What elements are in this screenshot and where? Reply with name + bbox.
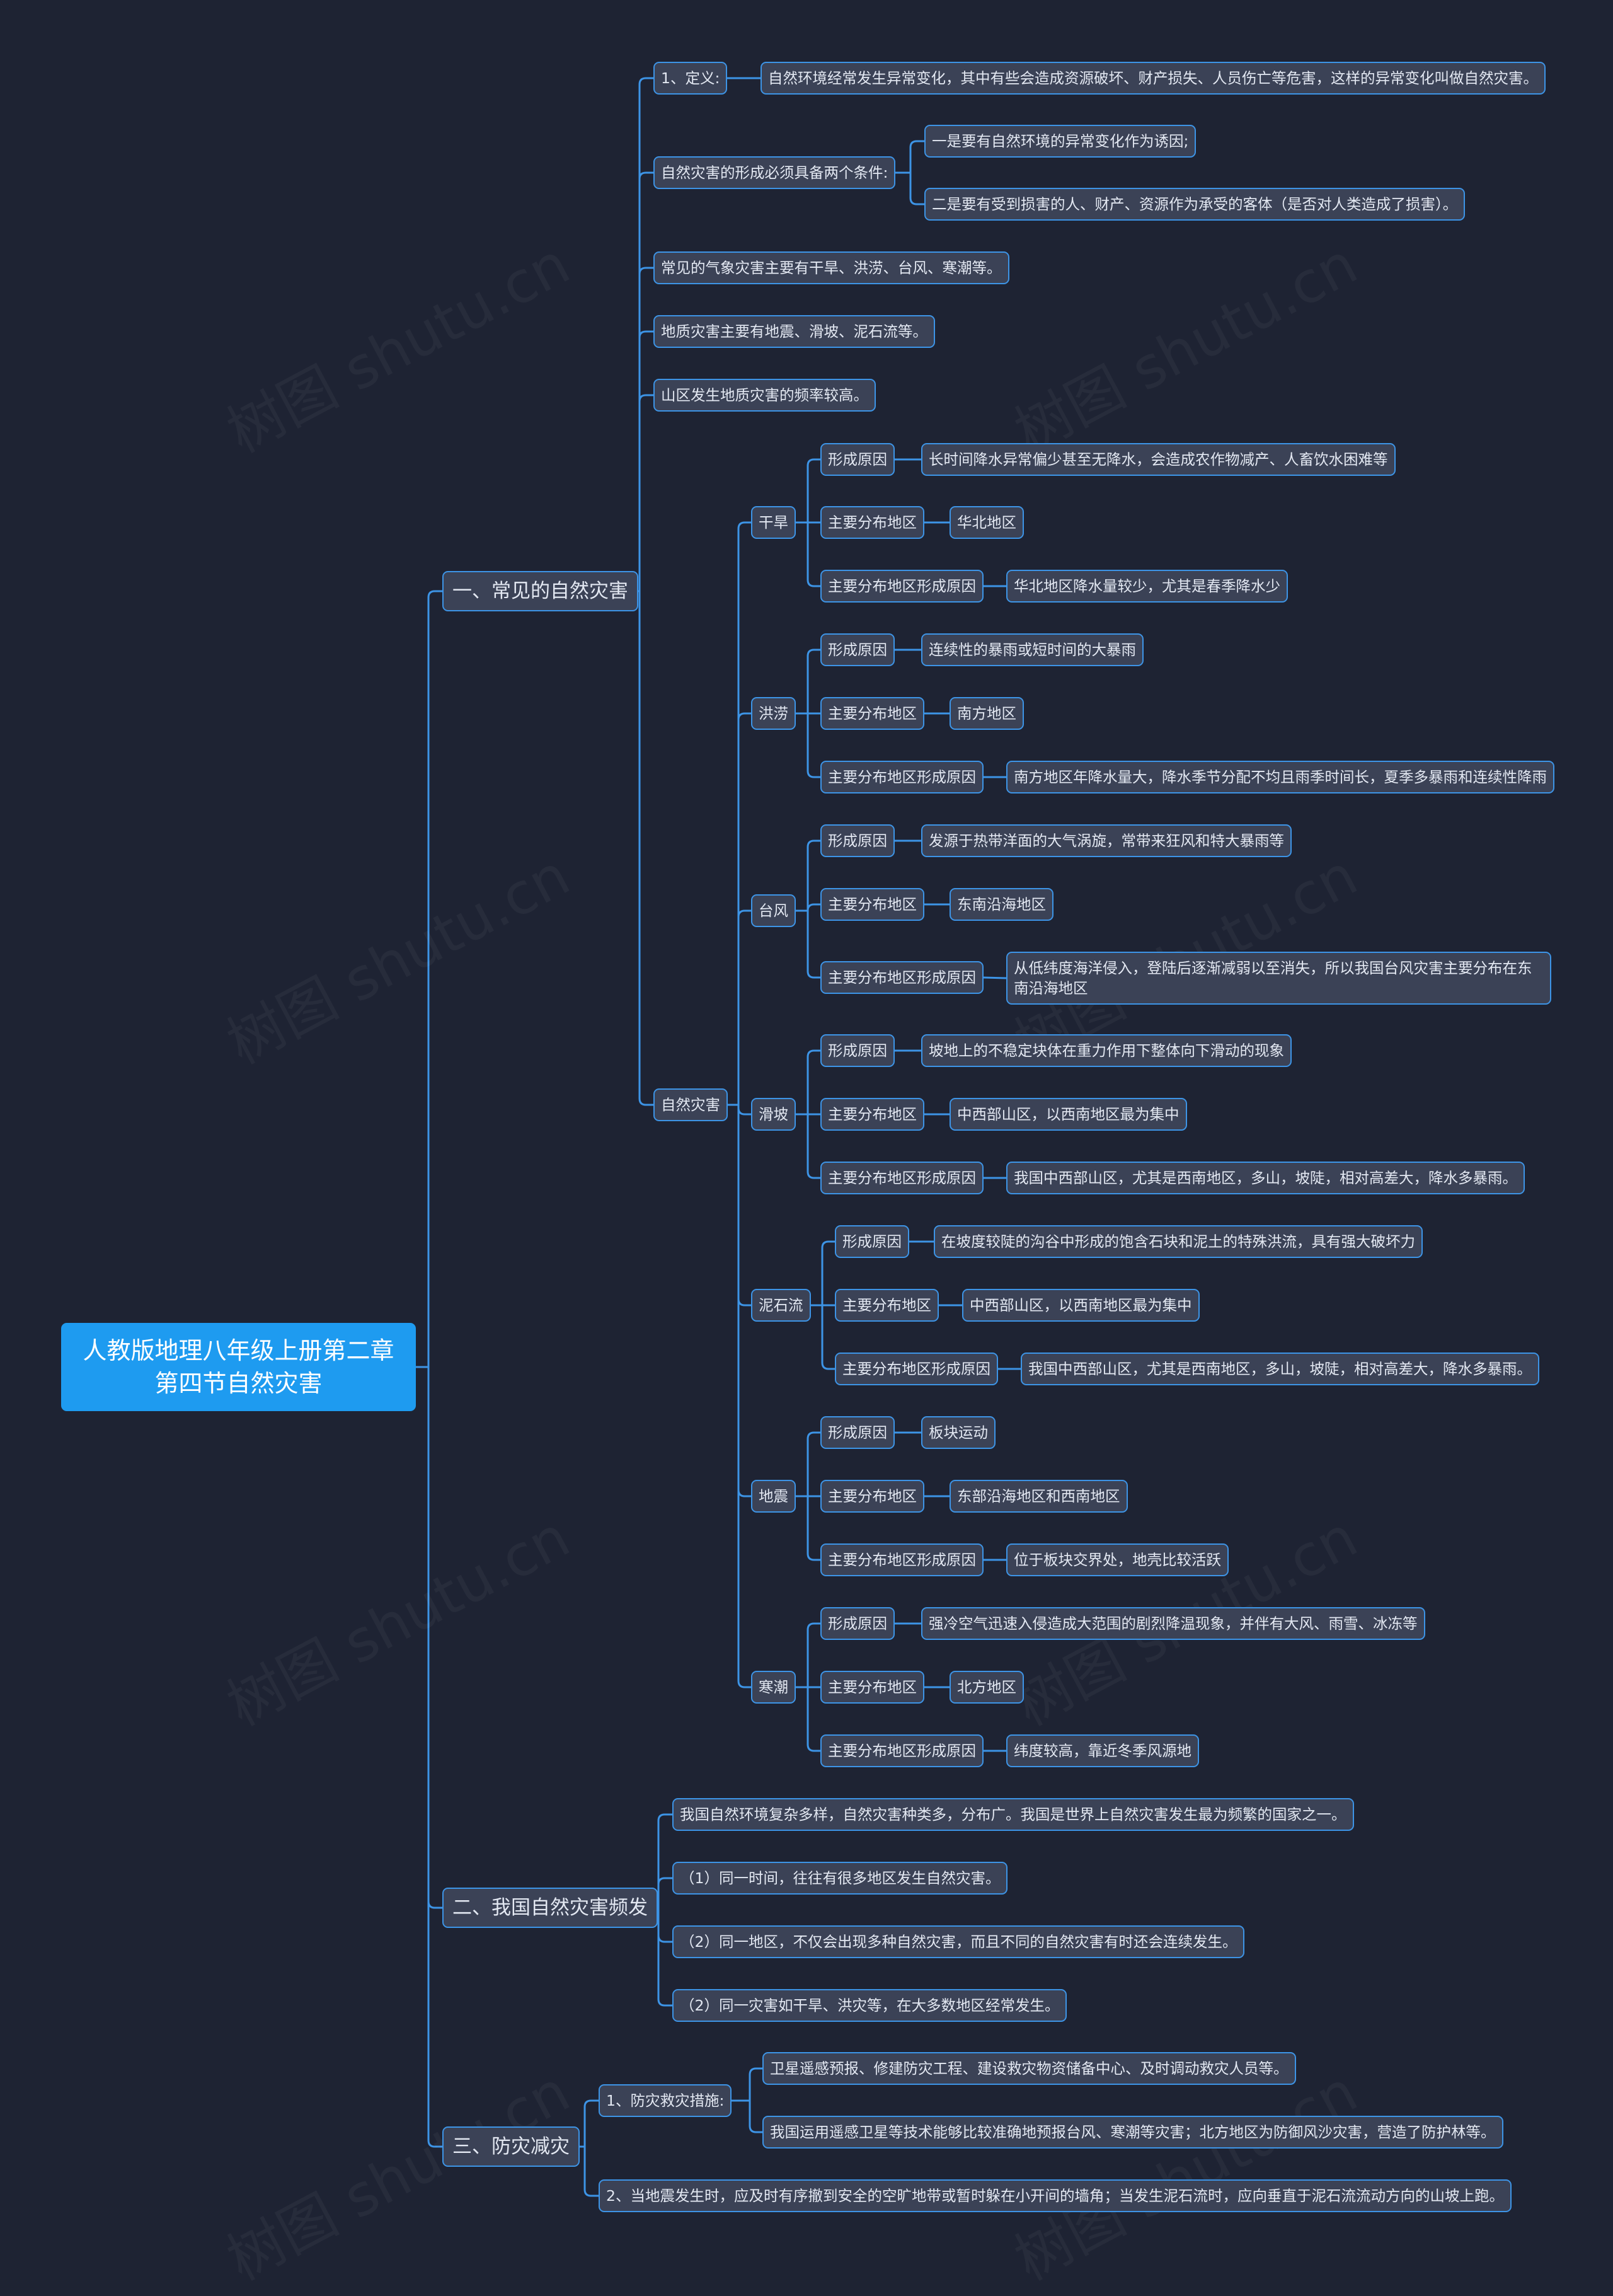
connector [796,458,820,587]
typhoon-cause[interactable]: 发源于热带洋面的大气涡旋，常带来狂风和特大暴雨等 [921,824,1292,857]
cold-wave-area-cause-label[interactable]: 主要分布地区形成原因 [820,1734,984,1767]
landslide-area-label[interactable]: 主要分布地区 [820,1098,924,1131]
debris-cause[interactable]: 在坡度较陡的沟谷中形成的饱含石块和泥土的特殊洪流，具有强大破坏力 [934,1225,1423,1258]
frequent-item-2[interactable]: （1）同一时间，往往有很多地区发生自然灾害。 [672,1862,1008,1895]
frequent-item-4[interactable]: （2）同一灾害如干旱、洪灾等，在大多数地区经常发生。 [672,1989,1067,2022]
debris-area-label[interactable]: 主要分布地区 [835,1289,939,1322]
section-disaster-prevention[interactable]: 三、防灾减灾 [442,2126,580,2167]
drought-area-cause[interactable]: 华北地区降水量较少，尤其是春季降水少 [1006,570,1288,603]
typhoon-area-cause[interactable]: 从低纬度海洋侵入，登陆后逐渐减弱以至消失，所以我国台风灾害主要分布在东南沿海地区 [1006,952,1551,1005]
definition-text[interactable]: 自然环境经常发生异常变化，其中有些会造成资源破坏、财产损失、人员伤亡等危害，这样… [761,62,1546,95]
flood[interactable]: 洪涝 [751,697,796,730]
earthquake-area-label[interactable]: 主要分布地区 [820,1480,924,1513]
prevention-measures-label[interactable]: 1、防灾救灾措施: [599,2084,732,2117]
earthquake[interactable]: 地震 [751,1480,796,1513]
drought-cause[interactable]: 长时间降水异常偏少甚至无降水，会造成农作物减产、人畜饮水困难等 [921,443,1396,476]
condition-1[interactable]: 一是要有自然环境的异常变化作为诱因; [924,125,1197,158]
landslide-area-cause[interactable]: 我国中西部山区，尤其是西南地区，多山，坡陡，相对高差大，降水多暴雨。 [1006,1162,1525,1194]
cold-wave[interactable]: 寒潮 [751,1671,796,1704]
weather-disasters[interactable]: 常见的气象灾害主要有干旱、洪涝、台风、寒潮等。 [653,251,1009,284]
debris-area-cause[interactable]: 我国中西部山区，尤其是西南地区，多山，坡陡，相对高差大，降水多暴雨。 [1021,1353,1539,1385]
drought-area-label[interactable]: 主要分布地区 [820,506,924,539]
flood-area-cause-label[interactable]: 主要分布地区形成原因 [820,761,984,793]
condition-2[interactable]: 二是要有受到损害的人、财产、资源作为承受的客体（是否对人类造成了损害）。 [924,188,1466,221]
connector [580,2099,599,2197]
drought-cause-label[interactable]: 形成原因 [820,443,895,476]
connector [796,1622,820,1752]
connector [796,1049,820,1179]
earthquake-cause[interactable]: 板块运动 [921,1416,996,1449]
landslide-cause[interactable]: 坡地上的不稳定块体在重力作用下整体向下滑动的现象 [921,1034,1292,1067]
flood-area-label[interactable]: 主要分布地区 [820,697,924,730]
connector [416,590,442,2148]
typhoon-area-cause-label[interactable]: 主要分布地区形成原因 [820,961,984,994]
disaster-types[interactable]: 自然灾害 [653,1088,728,1121]
landslide-cause-label[interactable]: 形成原因 [820,1034,895,1067]
root-topic[interactable]: 人教版地理八年级上册第二章第四节自然灾害 [61,1323,416,1411]
section-common-disasters[interactable]: 一、常见的自然灾害 [442,571,638,611]
flood-cause-label[interactable]: 形成原因 [820,633,895,666]
cold-wave-cause[interactable]: 强冷空气迅速入侵造成大范围的剧烈降温现象，并伴有大风、雨雪、冰冻等 [921,1607,1425,1640]
earthquake-area[interactable]: 东部沿海地区和西南地区 [950,1480,1128,1513]
debris-cause-label[interactable]: 形成原因 [835,1225,909,1258]
connector [796,649,820,778]
connector [796,1431,820,1561]
connector [657,1813,672,2007]
typhoon-area[interactable]: 东南沿海地区 [950,888,1053,921]
debris-flow[interactable]: 泥石流 [751,1289,811,1322]
earthquake-cause-label[interactable]: 形成原因 [820,1416,895,1449]
connector [728,521,751,1688]
flood-area[interactable]: 南方地区 [950,697,1024,730]
drought-area-cause-label[interactable]: 主要分布地区形成原因 [820,570,984,603]
typhoon-cause-label[interactable]: 形成原因 [820,824,895,857]
geological-disasters[interactable]: 地质灾害主要有地震、滑坡、泥石流等。 [653,315,935,348]
prevention-measure-1[interactable]: 卫星遥感预报、修建防灾工程、建设救灾物资储备中心、及时调动救灾人员等。 [762,2052,1296,2085]
conditions-label[interactable]: 自然灾害的形成必须具备两个条件: [653,156,896,189]
flood-area-cause[interactable]: 南方地区年降水量大，降水季节分配不均且雨季时间长，夏季多暴雨和连续性降雨 [1006,761,1554,793]
drought[interactable]: 干旱 [751,506,796,539]
debris-area[interactable]: 中西部山区，以西南地区最为集中 [962,1289,1200,1322]
typhoon-area-label[interactable]: 主要分布地区 [820,888,924,921]
prevention-measure-2[interactable]: 我国运用遥感卫星等技术能够比较准确地预报台风、寒潮等灾害；北方地区为防御风沙灾害… [762,2116,1503,2149]
frequent-item-1[interactable]: 我国自然环境复杂多样，自然灾害种类多，分布广。我国是世界上自然灾害发生最为频繁的… [672,1798,1354,1831]
connector [811,1240,835,1370]
cold-wave-cause-label[interactable]: 形成原因 [820,1607,895,1640]
connector [895,140,924,205]
landslide-area-cause-label[interactable]: 主要分布地区形成原因 [820,1162,984,1194]
landslide-area[interactable]: 中西部山区，以西南地区最为集中 [950,1098,1187,1131]
cold-wave-area[interactable]: 北方地区 [950,1671,1024,1704]
earthquake-area-cause[interactable]: 位于板块交界处，地壳比较活跃 [1006,1543,1229,1576]
earthquake-area-cause-label[interactable]: 主要分布地区形成原因 [820,1543,984,1576]
definition-label[interactable]: 1、定义: [653,62,728,95]
frequent-item-3[interactable]: （2）同一地区，不仅会出现多种自然灾害，而且不同的自然灾害有时还会连续发生。 [672,1925,1245,1958]
section-frequent-disasters[interactable]: 二、我国自然灾害频发 [442,1888,658,1928]
landslide[interactable]: 滑坡 [751,1098,796,1131]
cold-wave-area-label[interactable]: 主要分布地区 [820,1671,924,1704]
drought-area[interactable]: 华北地区 [950,506,1024,539]
connector [796,839,820,979]
connector [638,77,653,1106]
debris-area-cause-label[interactable]: 主要分布地区形成原因 [835,1353,998,1385]
flood-cause[interactable]: 连续性的暴雨或短时间的大暴雨 [921,633,1144,666]
cold-wave-area-cause[interactable]: 纬度较高，靠近冬季风源地 [1006,1734,1199,1767]
typhoon[interactable]: 台风 [751,894,796,927]
connector [732,2067,762,2133]
earthquake-escape-tip[interactable]: 2、当地震发生时，应及时有序撤到安全的空旷地带或暂时躲在小开间的墙角；当发生泥石… [599,2179,1512,2212]
mountain-frequency[interactable]: 山区发生地质灾害的频率较高。 [653,379,876,412]
